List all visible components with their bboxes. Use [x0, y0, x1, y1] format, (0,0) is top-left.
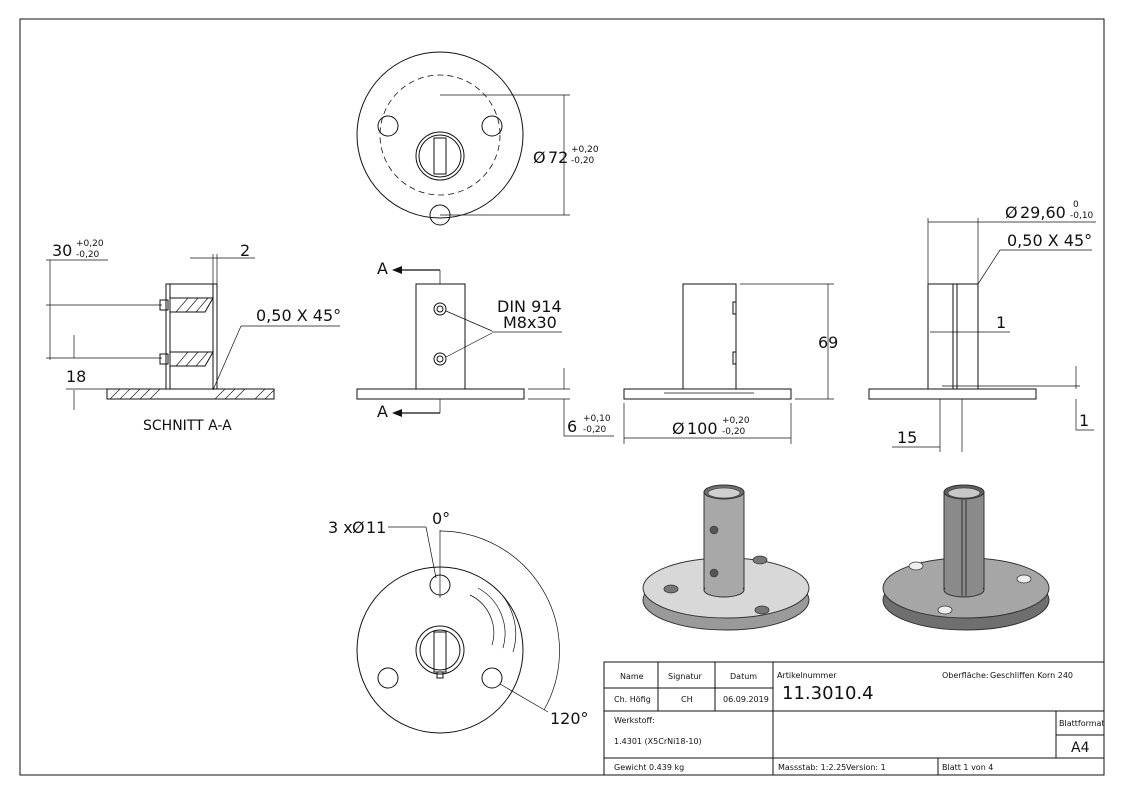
right-dim-slot: 1	[996, 313, 1006, 332]
top-hole-right	[481, 115, 503, 137]
right-dim-step: 1	[1079, 411, 1089, 430]
sheet-border	[19, 18, 1105, 776]
top-dim-pcd: 72	[548, 148, 568, 167]
tb-surface-value: Geschliffen Korn 240	[990, 671, 1073, 680]
right-plate	[868, 388, 1037, 400]
tb-name: Ch. Höfig	[614, 695, 651, 704]
top-pitch-circle	[379, 74, 501, 196]
section-dim-height: 30	[52, 241, 72, 260]
bottom-dim-holes-dia-symbol: Ø	[352, 518, 365, 537]
front-dim-plate: 6	[567, 417, 577, 436]
bottom-hole-left	[377, 667, 399, 689]
section-dim-height-tol-lower: -0,20	[76, 250, 100, 260]
section-screw-top	[159, 297, 214, 313]
front-dim-plate-tol-lower: -0,20	[583, 425, 607, 435]
side-plate	[623, 388, 792, 400]
section-tube-right-wall	[212, 283, 218, 390]
side-dim-dia-tol-upper: +0,20	[722, 416, 750, 426]
section-dim-height-tol-upper: +0,20	[76, 239, 104, 249]
front-screw-label-1: DIN 914	[497, 297, 562, 316]
top-slot	[433, 137, 447, 175]
front-tube	[415, 283, 466, 390]
iso-view-2	[882, 484, 1050, 631]
top-hole-left	[377, 115, 399, 137]
front-dim-plate-tol-upper: +0,10	[583, 414, 611, 424]
tb-scale: Massstab: 1:2.25	[778, 763, 846, 772]
tb-material-label: Werkstoff:	[614, 716, 655, 725]
right-dim-chamfer: 0,50 X 45°	[1007, 231, 1092, 250]
iso-view-1	[642, 484, 810, 631]
tb-article-number: 11.3010.4	[782, 683, 874, 704]
top-dim-pcd-tol-upper: +0,20	[571, 145, 599, 155]
section-dim-chamfer: 0,50 X 45°	[256, 306, 341, 325]
tb-hdr-name: Name	[620, 672, 644, 681]
side-tube	[682, 283, 737, 390]
front-screw-bottom	[433, 352, 447, 366]
bottom-slot	[433, 631, 447, 673]
front-screw-label-2: M8x30	[503, 313, 557, 332]
section-view: 30 +0,20 -0,20 2 0,50 X 45° 18 SCHNITT A…	[46, 239, 341, 434]
side-dim-height: 69	[818, 333, 838, 352]
tb-version: Version: 1	[846, 763, 886, 772]
tb-signature: CH	[681, 695, 693, 704]
front-view: A A DIN 914 M8x30 6 +0,10 -0,20	[356, 259, 614, 437]
bottom-dim-holes-dia: 11	[366, 518, 386, 537]
bottom-view: 3 x Ø 11 0° 120°	[328, 509, 589, 734]
tb-sheet: Blatt 1 von 4	[942, 763, 993, 772]
right-dim-dia: 29,60	[1020, 203, 1066, 222]
tb-hdr-date: Datum	[730, 672, 757, 681]
right-dim-dia-tol-upper: 0	[1073, 200, 1079, 210]
bottom-angle-end: 120°	[550, 709, 589, 728]
front-section-label-bottom: A	[377, 402, 388, 421]
title-block: Name Signatur Datum Ch. Höfig CH 06.09.2…	[603, 661, 1105, 776]
tb-date: 06.09.2019	[723, 695, 769, 704]
bottom-tube-outer	[415, 625, 465, 675]
side-dim-dia-tol-lower: -0,20	[722, 427, 746, 437]
top-dim-dia-symbol: Ø	[533, 148, 546, 167]
section-title: SCHNITT A-A	[143, 418, 232, 434]
top-tube-inner	[418, 134, 462, 178]
front-section-label-top: A	[377, 259, 388, 278]
bottom-angle-start: 0°	[432, 509, 450, 528]
tb-hdr-signature: Signatur	[668, 672, 703, 681]
section-dim-wall: 2	[240, 241, 250, 260]
front-screw-bottom-inner	[436, 355, 444, 363]
tb-format-label: Blattformat	[1059, 719, 1105, 728]
bottom-tube-inner	[419, 629, 461, 671]
top-plate-outline	[356, 51, 524, 219]
right-dim-dia-symbol: Ø	[1005, 203, 1018, 222]
section-plate	[106, 388, 275, 400]
right-view: Ø 29,60 0 -0,10 0,50 X 45° 1 15 1	[868, 200, 1096, 452]
front-screw-top-inner	[436, 305, 444, 313]
tb-format-value: A4	[1071, 740, 1090, 756]
section-screw-bottom	[159, 351, 214, 367]
top-tube-outer	[415, 131, 465, 181]
bottom-dim-holes: 3 x	[328, 518, 353, 537]
tb-article-label: Artikelnummer	[777, 671, 837, 680]
tb-weight: Gewicht 0.439 kg	[614, 763, 684, 772]
side-dim-dia: 100	[687, 419, 718, 438]
top-dim-pcd-tol-lower: -0,20	[571, 156, 595, 166]
top-view: Ø 72 +0,20 -0,20	[356, 51, 599, 226]
front-plate	[356, 388, 525, 400]
right-dim-dia-tol-lower: -0,10	[1070, 211, 1094, 221]
front-screw-top	[433, 302, 447, 316]
section-plate-hatch	[109, 388, 275, 400]
tb-material-value: 1.4301 (X5CrNi18-10)	[614, 737, 702, 746]
right-dim-offset: 15	[897, 428, 917, 447]
side-view: 69 Ø 100 +0,20 -0,20	[623, 283, 838, 444]
section-dim-offset: 18	[66, 367, 86, 386]
bottom-hole-right	[481, 667, 503, 689]
side-dim-dia-symbol: Ø	[672, 419, 685, 438]
tb-surface-label: Oberfläche:	[942, 671, 989, 680]
